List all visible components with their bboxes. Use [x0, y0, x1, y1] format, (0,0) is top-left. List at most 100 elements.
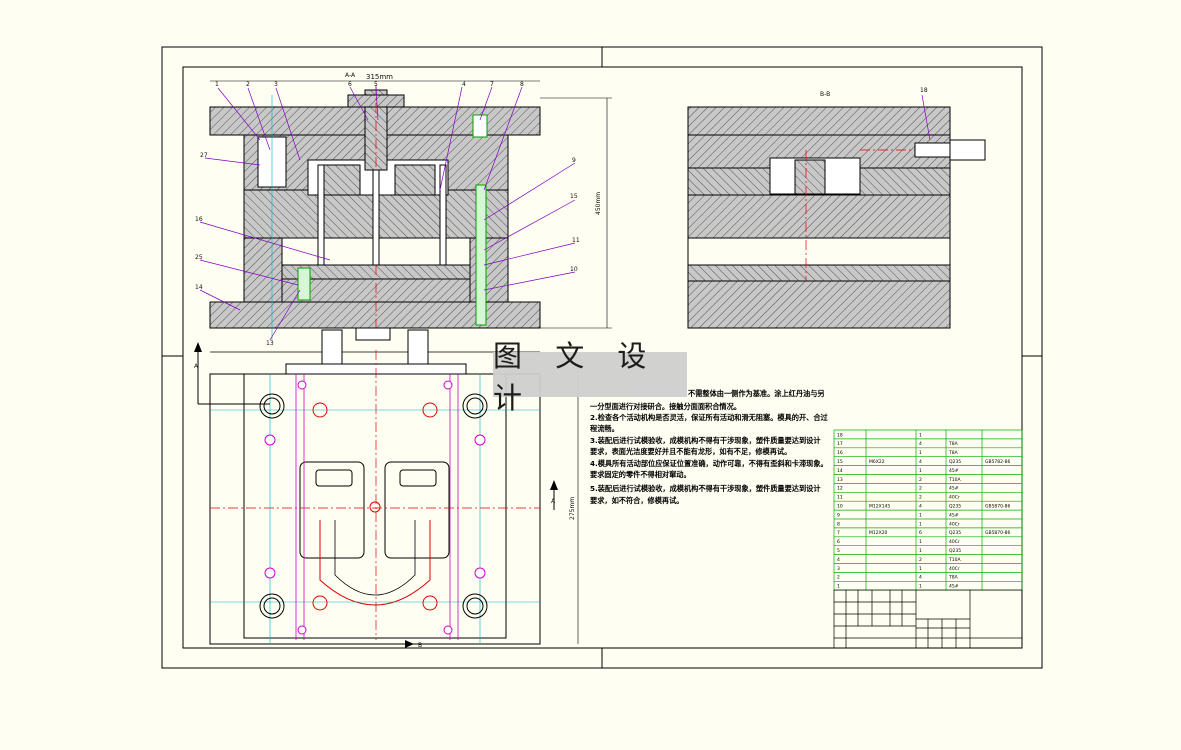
bom-cell: 1	[919, 548, 922, 554]
bom-cell: 9	[837, 512, 840, 518]
balloon-label: 8	[520, 81, 524, 88]
bom-cell: GB5870-86	[985, 504, 1011, 510]
balloon-label: 11	[572, 237, 580, 244]
bom-cell: 2	[919, 495, 922, 501]
balloon-label: 7	[490, 81, 494, 88]
bom-cell: 3	[837, 566, 840, 572]
bom-cell: Q235	[949, 548, 961, 554]
bom-cell: GB5782-86	[985, 459, 1011, 465]
bom-cell: 1	[919, 450, 922, 456]
note-line: 5.装配后进行试模验收，成模机构不得有干涉现象，塑件质量要达到设计	[590, 484, 821, 493]
bom-cell: M12X20	[869, 530, 888, 536]
bom-cell: 5	[837, 548, 840, 554]
bom-cell: 8	[837, 521, 840, 527]
bom-cell: 1	[919, 539, 922, 545]
bom-cell: 17	[837, 441, 843, 447]
section-aa-view: A-A 315mm	[195, 72, 612, 347]
bom-cell: 11	[837, 495, 843, 501]
bom-cell: Q235	[949, 459, 961, 465]
section-aa-title: A-A	[345, 72, 356, 79]
bom-cell: 45#	[949, 584, 959, 590]
bom-cell: 6	[837, 539, 840, 545]
balloon-label: 10	[570, 266, 578, 273]
balloon-label: 2	[246, 81, 250, 88]
technical-notes: 不需整体由一侧作为基准。涂上红丹油与另 一分型面进行对接研合。接触分面面积合情况…	[589, 389, 829, 505]
balloon-label: 3	[274, 81, 278, 88]
note-line: 程流畅。	[589, 424, 619, 433]
balloon-label: 4	[462, 81, 466, 88]
bom-cell: M12X145	[869, 504, 890, 510]
bom-cell: T10A	[948, 477, 961, 483]
dim-right: 450mm	[595, 192, 602, 215]
note-line: 不需整体由一侧作为基准。涂上红丹油与另	[688, 389, 825, 398]
bom-cell: 13	[837, 477, 843, 483]
section-mark-a-right: A	[551, 498, 556, 505]
section-bb-view: B-B 18	[687, 87, 986, 329]
bom-cell: 14	[837, 468, 843, 474]
section-bb-title: B-B	[820, 91, 830, 98]
bom-cell: 15	[837, 459, 843, 465]
bom-cell: 4	[919, 441, 922, 447]
bom-cell: 18	[837, 432, 843, 438]
balloon-labels-top: 6 5 4 7 8	[348, 81, 524, 88]
bom-cell: 1	[919, 521, 922, 527]
bom-cell: 40Cr	[949, 521, 960, 527]
balloon-label: 13	[266, 340, 274, 347]
center-marks	[162, 47, 1042, 668]
bom-cell: T8A	[948, 441, 959, 447]
bom-cell: 4	[919, 575, 922, 581]
bom-cell: Q235	[949, 530, 961, 536]
balloon-label: 9	[572, 157, 576, 164]
bom-cell: GB5870-86	[985, 530, 1011, 536]
bom-cell: Q235	[949, 504, 961, 510]
bom-cell: 2	[919, 477, 922, 483]
bom-cell: 10	[837, 504, 843, 510]
bom-cell: 2	[919, 486, 922, 492]
bom-cell: 40Cr	[949, 539, 960, 545]
note-line: 一分型面进行对接研合。接触分面面积合情况。	[590, 402, 741, 411]
bom-cell: 40Cr	[949, 495, 960, 501]
balloon-label: 14	[195, 284, 203, 291]
bom-cell: 1	[919, 584, 922, 590]
balloon-label: 15	[570, 193, 578, 200]
bom-cell: 1	[919, 566, 922, 572]
section-mark-b: B	[418, 642, 422, 649]
bom-cell: T10A	[948, 557, 961, 563]
bom-cell: 12	[837, 486, 843, 492]
bom-cell: 1	[919, 512, 922, 518]
bom-cell: 1	[837, 584, 840, 590]
balloon-labels-right: 9 15 11 10	[570, 157, 580, 273]
bom-cell: 4	[919, 459, 922, 465]
bom-cell: 4	[837, 557, 840, 563]
bom-cell: 6	[919, 530, 922, 536]
balloon-label: 25	[195, 254, 203, 261]
note-line: 要求，如不符合，修模再试。	[590, 496, 683, 505]
dim-top: 315mm	[366, 73, 393, 81]
note-line: 要求固定的零件不得相对窜动。	[590, 470, 691, 479]
balloon-label: 16	[195, 216, 203, 223]
plan-view: A A B 275mm	[194, 329, 579, 649]
balloon-label: 6	[348, 81, 352, 88]
bom-cell: 2	[837, 575, 840, 581]
note-line: 3.装配后进行试模验收，成模机构不得有干涉现象，塑件质量要达到设计	[590, 436, 821, 445]
title-block	[833, 589, 1023, 649]
balloon-label: 18	[920, 87, 928, 94]
bom-cell: 40Cr	[949, 566, 960, 572]
bom-cell: 2	[919, 557, 922, 563]
bom-cell: T8A	[948, 575, 959, 581]
bom-cell: 45#	[949, 468, 959, 474]
watermark: 图 文 设 计	[493, 339, 687, 415]
bom-cell: 1	[919, 468, 922, 474]
bom-cell: 1	[919, 432, 922, 438]
note-line: 4.模具所有活动部位应保证位置准确，动作可靠，不得有歪斜和卡滞现象。	[590, 459, 828, 468]
bom-cell: 7	[837, 530, 840, 536]
bom-cell: M6X22	[869, 459, 885, 465]
bom-cell: 45#	[949, 512, 959, 518]
bom-cell: 4	[919, 504, 922, 510]
bom-cell: 45#	[949, 486, 959, 492]
balloon-label: 5	[374, 81, 378, 88]
balloon-labels-left: 1 2 3 27 16 25 14 13	[195, 81, 278, 347]
balloon-label: 1	[215, 81, 219, 88]
